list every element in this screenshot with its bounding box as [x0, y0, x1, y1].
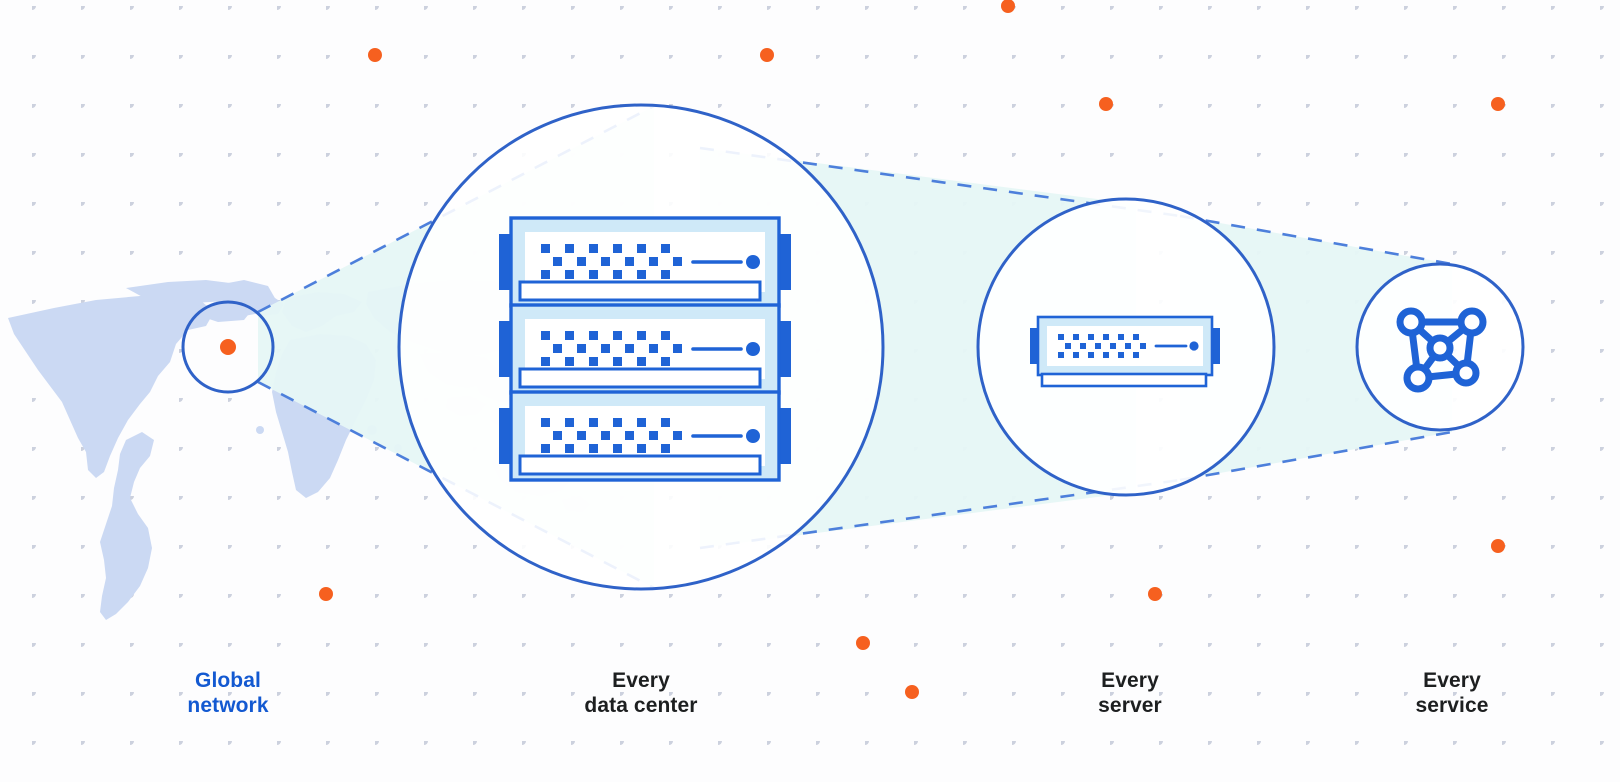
- funnel-dashed-edge: [1179, 430, 1453, 482]
- accent-dot: [1491, 539, 1505, 553]
- server-base-shelf: [1040, 372, 1208, 388]
- server-rack-icon: [497, 216, 793, 482]
- mesh-node: [1452, 359, 1480, 387]
- rack-shelf: [518, 280, 762, 302]
- funnel-dashed-edge: [1179, 214, 1453, 266]
- single-server-icon: [1028, 315, 1222, 388]
- stage-circle-every-service[interactable]: [1355, 262, 1525, 432]
- global-network-circle: [181, 300, 275, 394]
- rack-shelf: [518, 367, 762, 389]
- accent-dot: [1491, 97, 1505, 111]
- network-mesh-icon: [1396, 307, 1487, 393]
- rack-shelf: [518, 454, 762, 476]
- global-network-location-marker: [220, 339, 236, 355]
- mesh-node: [1426, 334, 1454, 362]
- accent-dot: [1001, 0, 1015, 13]
- accent-dot: [368, 48, 382, 62]
- stage-circle-every-data-center[interactable]: [397, 103, 885, 591]
- accent-dot: [1099, 97, 1113, 111]
- mesh-node: [1396, 307, 1426, 337]
- stage-circle-global-network[interactable]: [181, 300, 275, 394]
- accent-dot: [1148, 587, 1162, 601]
- stage-circle-every-server[interactable]: [976, 197, 1276, 497]
- mesh-node: [1403, 363, 1433, 393]
- accent-dot-group: [319, 0, 1505, 699]
- accent-dot: [319, 587, 333, 601]
- accent-dot: [760, 48, 774, 62]
- accent-dot: [856, 636, 870, 650]
- accent-dot: [905, 685, 919, 699]
- mesh-node: [1457, 307, 1487, 337]
